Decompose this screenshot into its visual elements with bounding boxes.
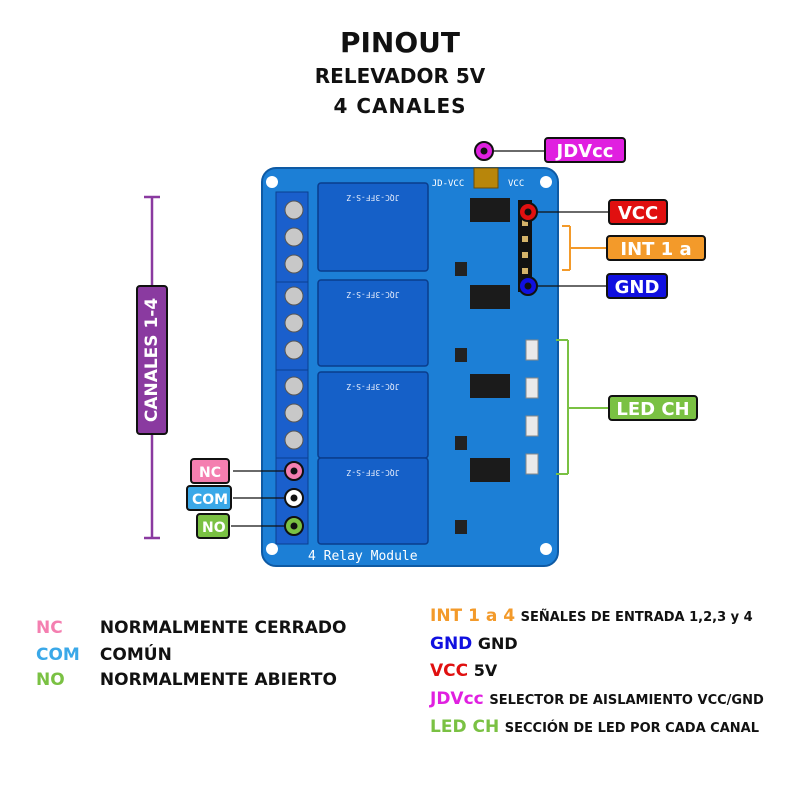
- legend-jdvcc-key: JDVcc: [430, 689, 484, 709]
- optocouplers: [470, 198, 510, 482]
- vcc-tag: VCC: [608, 199, 668, 225]
- mount-hole: [540, 176, 552, 188]
- legend-vcc-key: VCC: [430, 661, 469, 681]
- legend-vcc: VCC 5V: [430, 661, 497, 681]
- int-bracket: [562, 225, 606, 271]
- legend-int-text: SEÑALES DE ENTRADA 1,2,3 y 4: [520, 610, 753, 625]
- transistors: [455, 262, 467, 534]
- terminal-screws: [284, 200, 304, 450]
- legend-vcc-text: 5V: [473, 661, 498, 680]
- legend-led-key: LED CH: [430, 717, 500, 737]
- int-tag: INT 1 a 4: [606, 235, 706, 286]
- jumper-jdvcc: [473, 167, 499, 189]
- relay-text-k4: JQC-3FF-S-Z: [346, 193, 399, 202]
- mount-hole: [540, 543, 552, 555]
- legend-int-key: INT 1 a 4: [430, 606, 516, 626]
- led-ch-tag: LED CH: [608, 395, 698, 421]
- jdvcc-tag: JDVcc: [544, 137, 626, 163]
- legend-nc-key: NC: [36, 618, 63, 638]
- legend-jdvcc: JDVcc SELECTOR DE AISLAMIENTO VCC/GND: [430, 689, 764, 709]
- legend-com-text: COMÚN: [99, 645, 172, 665]
- jumper-label-right: VCC: [508, 179, 524, 189]
- channel-leds: [525, 339, 539, 475]
- relays: [317, 182, 429, 545]
- legend-no-key: NO: [36, 670, 65, 690]
- subtitle-relay: RELEVADOR 5V: [314, 64, 486, 88]
- relay-text-k3: JQC-3FF-S-Z: [346, 290, 399, 299]
- page-title: PINOUT: [339, 26, 460, 59]
- legend-gnd-text: GND: [477, 634, 518, 653]
- relay-text-k2: JQC-3FF-S-Z: [346, 382, 399, 391]
- legend-led: LED CH SECCIÓN DE LED POR CADA CANAL: [430, 717, 759, 737]
- nc-tag: NC: [190, 458, 230, 484]
- canales-label: CANALES 1-4: [142, 297, 162, 423]
- legend-no: NO NORMALMENTE ABIERTO: [36, 670, 337, 690]
- legend-gnd-key: GND: [430, 634, 473, 654]
- mount-hole: [266, 176, 278, 188]
- board-label: 4 Relay Module: [308, 549, 418, 564]
- jumper-label-left: JD-VCC: [432, 179, 465, 189]
- legend-com-key: COM: [36, 645, 80, 665]
- no-tag: NO: [196, 513, 230, 539]
- legend-gnd: GND GND: [430, 634, 518, 654]
- relay-text-k1: JQC-3FF-S-Z: [346, 468, 399, 477]
- legend-jdvcc-text: SELECTOR DE AISLAMIENTO VCC/GND: [489, 693, 764, 708]
- legend-com: COM COMÚN: [36, 645, 172, 665]
- legend-int: INT 1 a 4 SEÑALES DE ENTRADA 1,2,3 y 4: [430, 606, 753, 626]
- legend-led-text: SECCIÓN DE LED POR CADA CANAL: [504, 721, 759, 736]
- subtitle-channels: 4 CANALES: [333, 94, 467, 118]
- led-bracket: [556, 339, 608, 475]
- gnd-tag: GND: [606, 273, 668, 299]
- legend-nc: NC NORMALMENTE CERRADO: [36, 618, 346, 638]
- canales-tag: CANALES 1-4: [136, 285, 168, 435]
- legend-nc-text: NORMALMENTE CERRADO: [99, 618, 347, 638]
- legend-no-text: NORMALMENTE ABIERTO: [99, 670, 337, 690]
- com-tag: COM: [186, 485, 232, 511]
- mount-hole: [266, 543, 278, 555]
